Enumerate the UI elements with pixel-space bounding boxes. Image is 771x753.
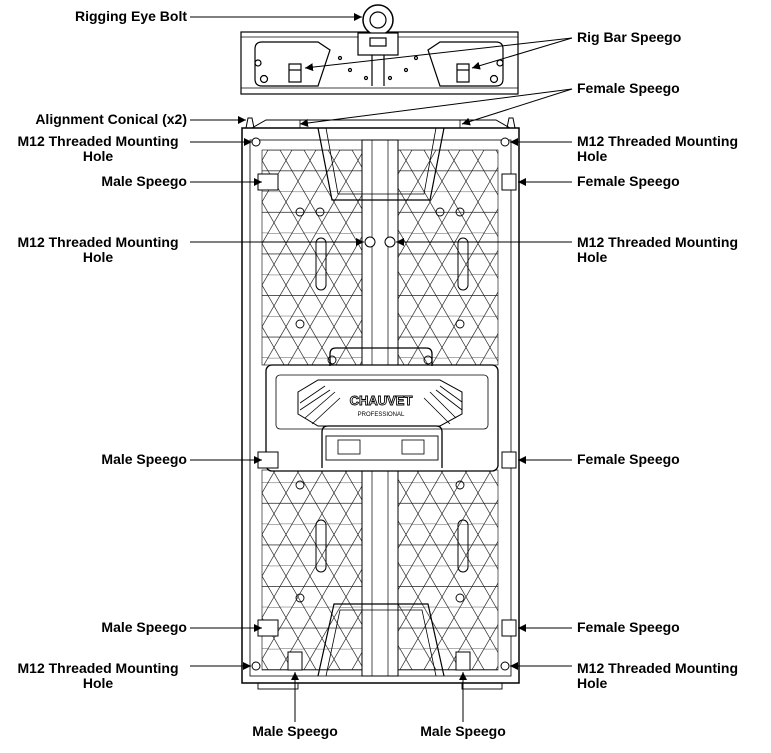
label-female-speego-1: Female Speego	[577, 173, 680, 189]
logo-text-main: CHAUVET	[350, 393, 413, 408]
label-m12-bottom-left: M12 Threaded Mounting Hole	[8, 661, 188, 691]
leader-rig-bar-2	[471, 37, 573, 70]
led-panel	[241, 117, 520, 690]
label-male-speego-3: Male Speego	[101, 619, 187, 635]
rig-bar	[240, 4, 519, 95]
label-m12-mid-right-line2: Hole	[577, 249, 608, 265]
label-m12-bottom-right-line2: Hole	[577, 675, 608, 691]
label-female-speego-3: Female Speego	[577, 619, 680, 635]
label-male-speego-bottom-right: Male Speego	[420, 723, 506, 739]
leader-female-top-1	[299, 88, 573, 127]
leader-rig-bar-1	[304, 37, 573, 72]
label-m12-top-left: M12 Threaded Mounting Hole	[8, 134, 188, 164]
label-alignment-conical: Alignment Conical (x2)	[35, 111, 187, 127]
label-m12-top-right: M12 Threaded Mounting Hole	[577, 134, 738, 164]
logo-text-sub: PROFESSIONAL	[358, 412, 405, 418]
label-m12-mid-left-line2: Hole	[82, 249, 114, 265]
label-rigging-eye-bolt: Rigging Eye Bolt	[75, 8, 187, 24]
label-female-speego-top: Female Speego	[577, 80, 680, 96]
label-m12-bottom-left-line2: Hole	[82, 675, 114, 691]
label-m12-top-right-line1: M12 Threaded Mounting	[577, 133, 738, 149]
label-rig-bar-speego: Rig Bar Speego	[577, 29, 682, 45]
label-male-speego-1: Male Speego	[101, 173, 187, 189]
label-male-speego-2: Male Speego	[101, 451, 187, 467]
label-m12-top-left-line2: Hole	[82, 148, 114, 164]
label-m12-top-right-line2: Hole	[577, 148, 608, 164]
leader-female-top-2	[461, 88, 573, 126]
label-female-speego-2: Female Speego	[577, 451, 680, 467]
label-m12-mid-right: M12 Threaded Mounting Hole	[577, 235, 738, 265]
leader-lines	[190, 13, 573, 722]
label-m12-mid-right-line1: M12 Threaded Mounting	[577, 234, 738, 250]
label-m12-top-left-line1: M12 Threaded Mounting	[17, 133, 179, 149]
label-male-speego-bottom-left: Male Speego	[252, 723, 338, 739]
label-m12-mid-left-line1: M12 Threaded Mounting	[17, 234, 179, 250]
label-m12-bottom-right-line1: M12 Threaded Mounting	[577, 660, 738, 676]
label-m12-bottom-left-line1: M12 Threaded Mounting	[17, 660, 179, 676]
label-m12-bottom-right: M12 Threaded Mounting Hole	[577, 661, 738, 691]
label-m12-mid-left: M12 Threaded Mounting Hole	[8, 235, 188, 265]
